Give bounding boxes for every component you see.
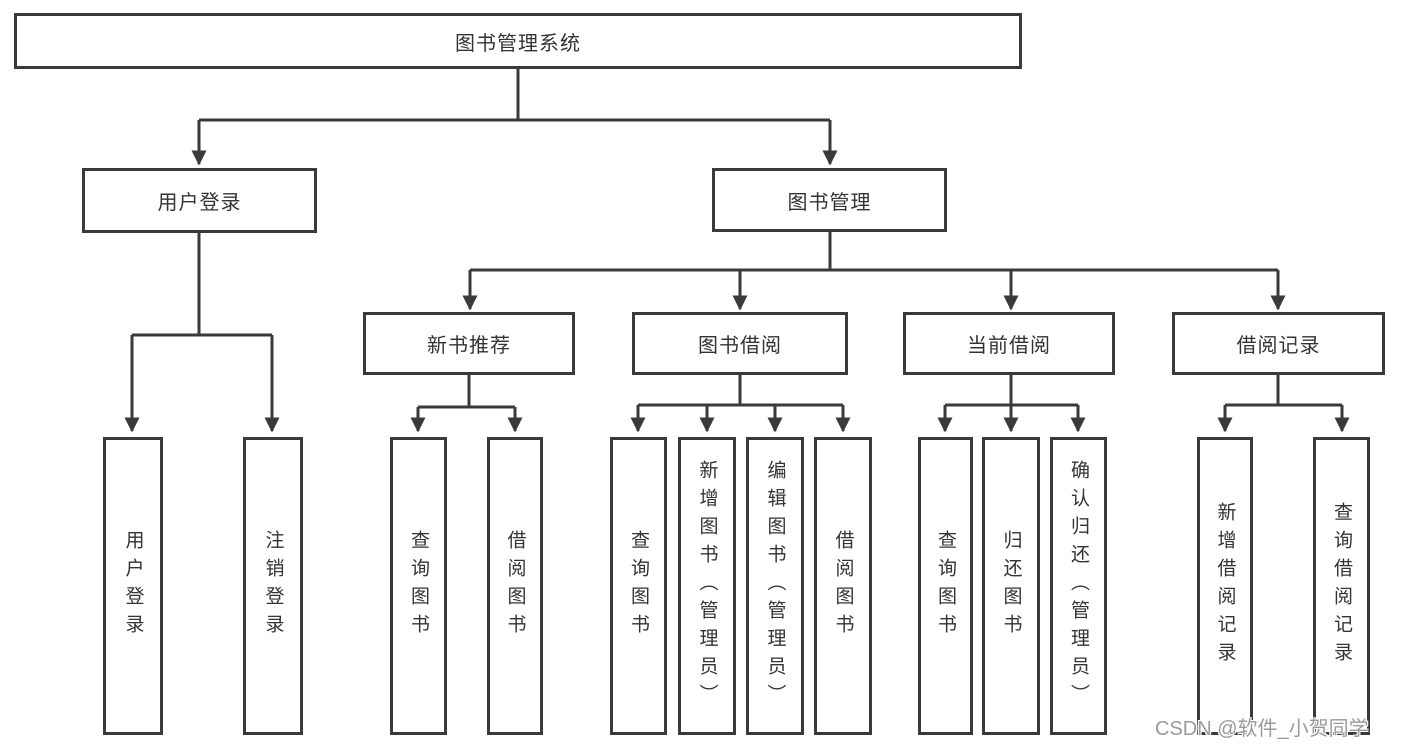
leaf-current-confirm-admin-label: 确认归还（管理员） xyxy=(1068,460,1089,712)
leaf-user-login-label: 用户登录 xyxy=(122,530,144,642)
node-borrow-records: 借阅记录 xyxy=(1172,312,1385,375)
leaf-current-confirm-admin: 确认归还（管理员） xyxy=(1050,437,1107,735)
node-user-login-label: 用户登录 xyxy=(157,192,242,214)
leaf-logout: 注销登录 xyxy=(243,437,303,735)
connector-borrow-records-split xyxy=(1225,375,1342,407)
leaf-borrow-borrow: 借阅图书 xyxy=(814,437,872,735)
connector-book-borrow-split xyxy=(638,375,843,407)
connector-root-split xyxy=(199,69,830,122)
leaf-current-return-label: 归还图书 xyxy=(1000,530,1022,642)
leaf-current-query: 查询图书 xyxy=(918,437,973,735)
leaf-records-add: 新增借阅记录 xyxy=(1197,437,1253,735)
node-current-borrow-label: 当前借阅 xyxy=(967,335,1051,357)
leaf-borrow-borrow-label: 借阅图书 xyxy=(832,530,854,642)
node-new-book-recommend-label: 新书推荐 xyxy=(427,335,511,357)
leaf-borrow-query: 查询图书 xyxy=(610,437,667,735)
leaf-current-return: 归还图书 xyxy=(982,437,1040,735)
leaf-current-query-label: 查询图书 xyxy=(935,530,956,642)
connector-user-login-split xyxy=(132,233,272,337)
node-user-login: 用户登录 xyxy=(82,168,317,233)
connector-current-borrow-split xyxy=(945,375,1078,407)
leaf-newbook-query-label: 查询图书 xyxy=(408,530,429,642)
leaf-newbook-borrow: 借阅图书 xyxy=(487,437,543,735)
connector-new-book-split xyxy=(418,375,515,409)
node-root-label: 图书管理系统 xyxy=(455,32,581,55)
leaf-records-query: 查询借阅记录 xyxy=(1313,437,1370,735)
node-book-management: 图书管理 xyxy=(712,168,947,232)
node-book-borrow-label: 图书借阅 xyxy=(698,335,782,357)
leaf-records-query-label: 查询借阅记录 xyxy=(1331,502,1352,670)
connector-book-management-split xyxy=(470,232,1278,272)
node-root: 图书管理系统 xyxy=(14,13,1022,69)
node-book-management-label: 图书管理 xyxy=(787,191,872,214)
node-borrow-records-label: 借阅记录 xyxy=(1236,335,1321,357)
leaf-borrow-query-label: 查询图书 xyxy=(628,530,649,642)
leaf-newbook-borrow-label: 借阅图书 xyxy=(504,530,526,642)
node-new-book-recommend: 新书推荐 xyxy=(363,312,575,375)
leaf-records-add-label: 新增借阅记录 xyxy=(1214,502,1236,670)
leaf-borrow-edit-admin-label: 编辑图书（管理员） xyxy=(764,460,786,712)
leaf-user-login: 用户登录 xyxy=(103,437,163,735)
leaf-borrow-add-admin-label: 新增图书（管理员） xyxy=(696,460,718,712)
leaf-newbook-query: 查询图书 xyxy=(390,437,447,735)
csdn-watermark: CSDN @软件_小贺同学 xyxy=(1155,718,1369,740)
leaf-borrow-edit-admin: 编辑图书（管理员） xyxy=(746,437,804,735)
node-current-borrow: 当前借阅 xyxy=(903,312,1115,375)
leaf-logout-label: 注销登录 xyxy=(262,530,284,642)
node-book-borrow: 图书借阅 xyxy=(632,312,848,375)
leaf-borrow-add-admin: 新增图书（管理员） xyxy=(678,437,736,735)
